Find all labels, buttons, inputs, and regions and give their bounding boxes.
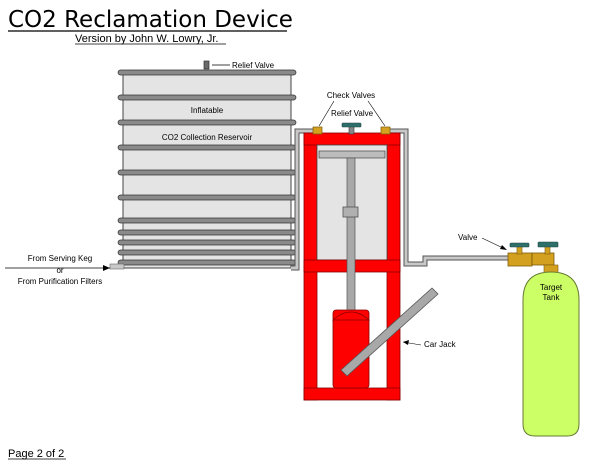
inline-valve <box>507 242 533 267</box>
check-valve-left-leader <box>318 100 335 127</box>
check-valve-left-icon <box>312 126 323 135</box>
diagram-title: CO2 Reclamation Device <box>8 7 293 33</box>
pump-to-tank-pipe <box>387 129 510 266</box>
inlet-arrow-head-icon <box>103 265 110 271</box>
reservoir-rib-1 <box>117 69 297 76</box>
check-valves-label: Check Valves <box>327 91 375 100</box>
reservoir-rib-2 <box>117 94 297 101</box>
car-jack-body <box>332 309 370 389</box>
reservoir-rib-5 <box>117 169 297 176</box>
target-tank <box>522 241 580 437</box>
co2-collection-reservoir <box>117 69 297 269</box>
reservoir-inflatable-label: Inflatable <box>191 106 224 115</box>
page-indicator: Page 2 of 2 <box>8 448 64 460</box>
rod-coupler <box>342 206 359 218</box>
reservoir-rib-6 <box>117 194 297 201</box>
pump-relief-valve-handle-icon <box>341 122 362 128</box>
reservoir-inlet-pipe <box>109 263 125 270</box>
reservoir-rib-11 <box>117 259 297 266</box>
target-tank-label-line2: Tank <box>543 293 561 302</box>
car-jack-arrow-icon <box>403 340 409 345</box>
car-jack-handle <box>340 287 439 377</box>
reservoir-rib-9 <box>117 239 297 246</box>
pump-frame-top-bar <box>303 132 401 146</box>
car-jack-top <box>331 311 371 321</box>
reservoir-relief-valve-icon <box>203 60 210 70</box>
car-jack-label: Car Jack <box>424 340 457 349</box>
reservoir-to-pump-pipe <box>291 129 318 270</box>
pump-relief-valve-label: Relief Valve <box>331 109 374 118</box>
pump-frame-bottom-bar <box>303 387 401 401</box>
inline-valve-handle-icon <box>509 242 530 248</box>
check-valve-right-icon <box>380 126 391 135</box>
reservoir-name-label: CO2 Collection Reservoir <box>162 133 253 142</box>
inline-valve-body <box>507 252 533 267</box>
pump-assembly <box>303 122 439 401</box>
reservoir-rib-7 <box>117 217 297 224</box>
diagram-subtitle: Version by John W. Lowry, Jr. <box>75 33 218 45</box>
piston-rod <box>346 157 356 319</box>
tank-cylinder <box>522 271 580 437</box>
valve-arrow-icon <box>500 245 507 250</box>
reservoir-rib-8 <box>117 229 297 236</box>
valve-label: Valve <box>458 233 478 242</box>
tank-valve-handle-icon <box>537 241 559 248</box>
relief-valve-top-label: Relief Valve <box>232 61 275 70</box>
tank-valve-body <box>531 252 555 266</box>
reservoir-rib-10 <box>117 249 297 256</box>
check-valve-right-leader <box>367 100 386 127</box>
reservoir-ribs <box>117 69 297 266</box>
from-filters-label: From Purification Filters <box>18 277 102 286</box>
from-keg-label: From Serving Keg <box>28 254 92 263</box>
piston-plate <box>318 150 386 159</box>
reservoir-rib-4 <box>117 144 297 151</box>
or-label: or <box>56 266 63 275</box>
reservoir-rib-3 <box>117 119 297 126</box>
target-tank-label-line1: Target <box>540 283 563 292</box>
